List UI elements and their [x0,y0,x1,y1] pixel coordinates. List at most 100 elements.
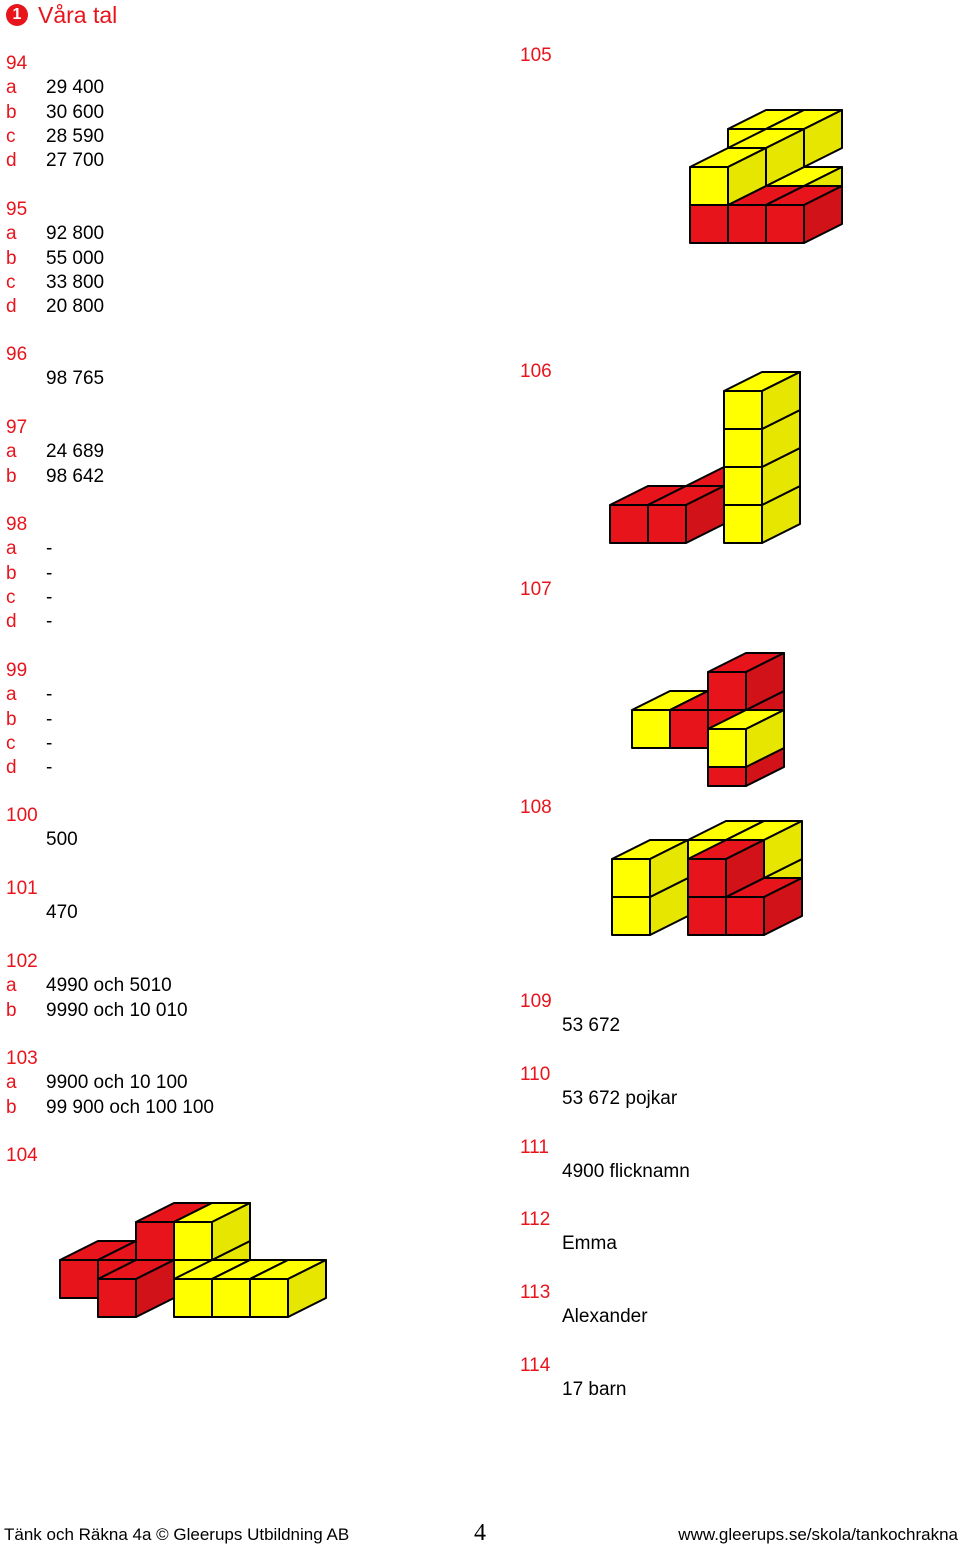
cube-face [761,371,801,430]
answer-row: a- [6,684,53,706]
answer-row: 53 672 pojkar [562,1088,678,1110]
cube-face [745,709,785,768]
cube-face [631,709,671,749]
cube-face [727,147,767,206]
cube-face [609,504,649,544]
problem-number: 110 [520,1064,551,1085]
number-badge-icon: 1 [6,4,28,26]
cube-face [687,858,727,898]
cube-face [723,504,763,544]
problem-number: 105 [520,45,552,66]
answer-row: d- [6,611,53,633]
answer-row: 17 barn [562,1379,627,1401]
cube-face [135,1221,175,1261]
problem-110: 110 53 672 pojkar [520,1063,678,1112]
cube-face [725,839,765,898]
problem-number: 96 [6,344,28,365]
cube-face [723,390,763,430]
problem-113: 113 Alexander [520,1281,648,1330]
problem-number: 112 [520,1209,551,1230]
cube-face [59,1259,99,1299]
problem-number: 97 [6,417,28,438]
cube-figure-104 [59,1202,327,1318]
cube-face [211,1278,251,1318]
answer-row: 500 [46,829,78,851]
cube-figure-105 [689,109,843,244]
problem-98: 98 a- b- c- d- [6,513,53,634]
cube-face [765,204,805,244]
cube-figure-108 [611,820,803,936]
cube-face [689,166,729,206]
cube-face [803,185,843,244]
problem-number: 106 [520,361,552,382]
problem-number: 104 [6,1145,38,1166]
cube-face [745,652,785,711]
problem-96: 96 98 765 [6,343,105,392]
cube-face [287,1259,327,1318]
problem-114: 114 17 barn [520,1354,627,1403]
answer-row: 98 765 [46,368,105,390]
problem-number: 111 [520,1137,549,1158]
problem-number: 109 [520,991,552,1012]
cube-face [707,728,747,768]
cube-face [173,1221,213,1261]
answer-row: Emma [562,1233,617,1255]
title-text: Våra tal [38,1,118,28]
page-footer: Tänk och Räkna 4a © Gleerups Utbildning … [0,1520,960,1550]
problem-number: 113 [520,1282,551,1303]
cube-face [707,671,747,711]
problem-number: 114 [520,1355,551,1376]
problem-number: 107 [520,579,552,600]
page-number: 4 [474,1520,486,1546]
problem-number: 108 [520,797,552,818]
answer-row: a- [6,538,53,560]
cube-face [723,466,763,506]
footer-copyright: Tänk och Räkna 4a © Gleerups Utbildning … [4,1525,350,1544]
cube-figure-106 [609,371,801,544]
problem-99: 99 a- b- c- d- [6,659,53,780]
cube-face [97,1278,137,1318]
answer-row: c- [6,732,53,754]
answer-row: d- [6,757,53,779]
cube-figure-107 [631,652,785,787]
problem-number: 102 [6,951,38,972]
problem-number: 103 [6,1048,38,1069]
problem-108: 108 [520,796,552,820]
problem-111: 111 4900 flicknamn [520,1136,690,1185]
cube-face [249,1278,289,1318]
answer-row: b- [6,708,53,730]
answer-row: c- [6,586,53,608]
problem-number: 98 [6,514,28,535]
problem-number: 101 [6,878,38,899]
cube-face [723,428,763,468]
problem-107: 107 [520,578,552,602]
problem-number: 94 [6,53,28,74]
answer-row: Alexander [562,1306,648,1328]
footer-url[interactable]: www.gleerups.se/skola/tankochrakna [678,1525,958,1544]
problem-112: 112 Emma [520,1208,617,1257]
answer-row: 470 [46,902,78,924]
problem-100: 100 500 [6,804,78,853]
cube-face [611,896,651,936]
problem-101: 101 470 [6,877,78,926]
cube-face [647,504,687,544]
cube-face [687,896,727,936]
problem-104: 104 [6,1144,38,1168]
cube-face [173,1278,213,1318]
